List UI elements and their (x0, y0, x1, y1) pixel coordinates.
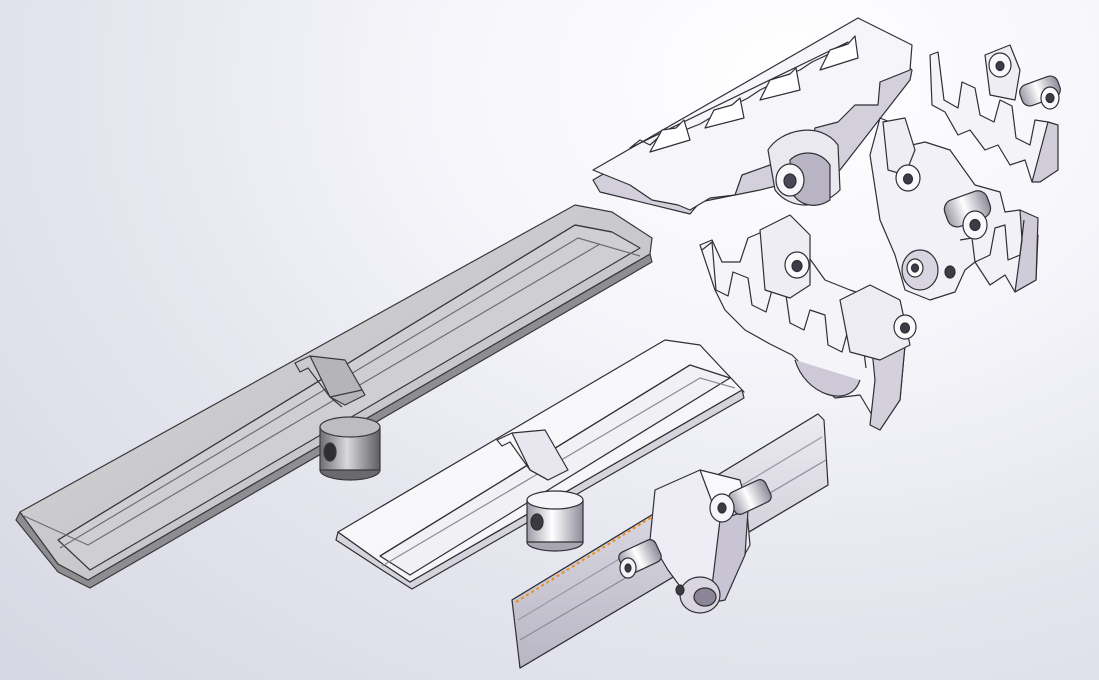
hinge-link-right[interactable] (869, 117, 1039, 301)
long-dark-slat[interactable] (15, 204, 653, 589)
toothed-link-middle[interactable] (699, 214, 917, 431)
small-link-top-right[interactable] (929, 44, 1063, 183)
toothed-link-top[interactable] (592, 17, 913, 215)
short-light-slat[interactable] (335, 339, 745, 590)
angled-slat-with-hinge[interactable] (511, 413, 829, 669)
